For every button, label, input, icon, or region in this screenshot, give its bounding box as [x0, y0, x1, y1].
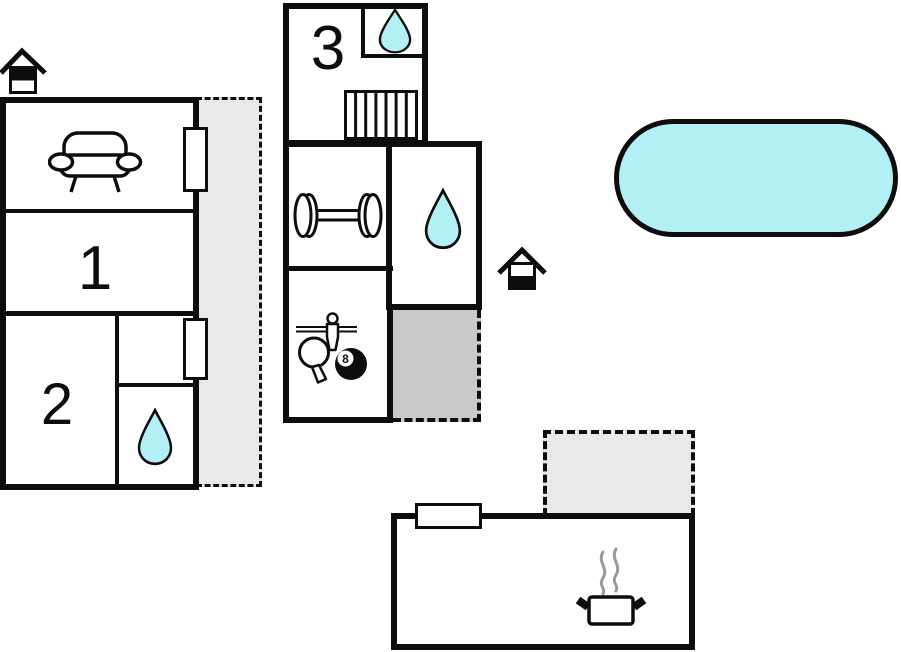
wall-bath3-bottom	[361, 54, 422, 58]
door-kitchen	[415, 503, 482, 529]
wall-bath-top	[115, 383, 199, 387]
swimming-pool	[614, 119, 898, 237]
wall-gym-bottom	[289, 266, 393, 271]
wall-room2-right	[115, 313, 119, 490]
door-livingroom	[183, 127, 208, 192]
room-2-label: 2	[40, 372, 74, 437]
sofa-icon	[48, 131, 143, 193]
dumbbell-icon	[293, 193, 383, 238]
table-tennis-paddle-blade	[298, 336, 330, 369]
steam-line	[599, 550, 607, 596]
patio-dashed	[393, 310, 481, 422]
table-tennis-paddle-handle	[310, 363, 328, 384]
steam-line	[612, 547, 620, 593]
door-hall	[183, 318, 208, 380]
room-3-label: 3	[310, 14, 346, 83]
room-1-label: 1	[77, 234, 113, 303]
water-drop-icon-bath2	[424, 188, 462, 250]
house-entrance-icon-1	[0, 47, 47, 94]
wall-livingroom-bottom	[0, 209, 199, 213]
house-entrance-icon-2	[497, 246, 547, 290]
billiard-ball-number: 8	[342, 352, 349, 366]
foosball-player-head	[326, 312, 339, 325]
water-drop-icon-bath3	[378, 8, 412, 54]
building-bottom	[391, 513, 695, 650]
foosball-player-body	[325, 322, 340, 352]
water-drop-icon-bath1	[137, 408, 173, 466]
wall-bath3-left	[361, 9, 365, 58]
stairs-icon	[344, 90, 418, 140]
wall-room1-bottom	[0, 311, 199, 316]
cooking-pot-icon	[576, 547, 646, 626]
games-room-icon: 8	[296, 312, 367, 384]
terrace-bottom	[543, 430, 695, 516]
